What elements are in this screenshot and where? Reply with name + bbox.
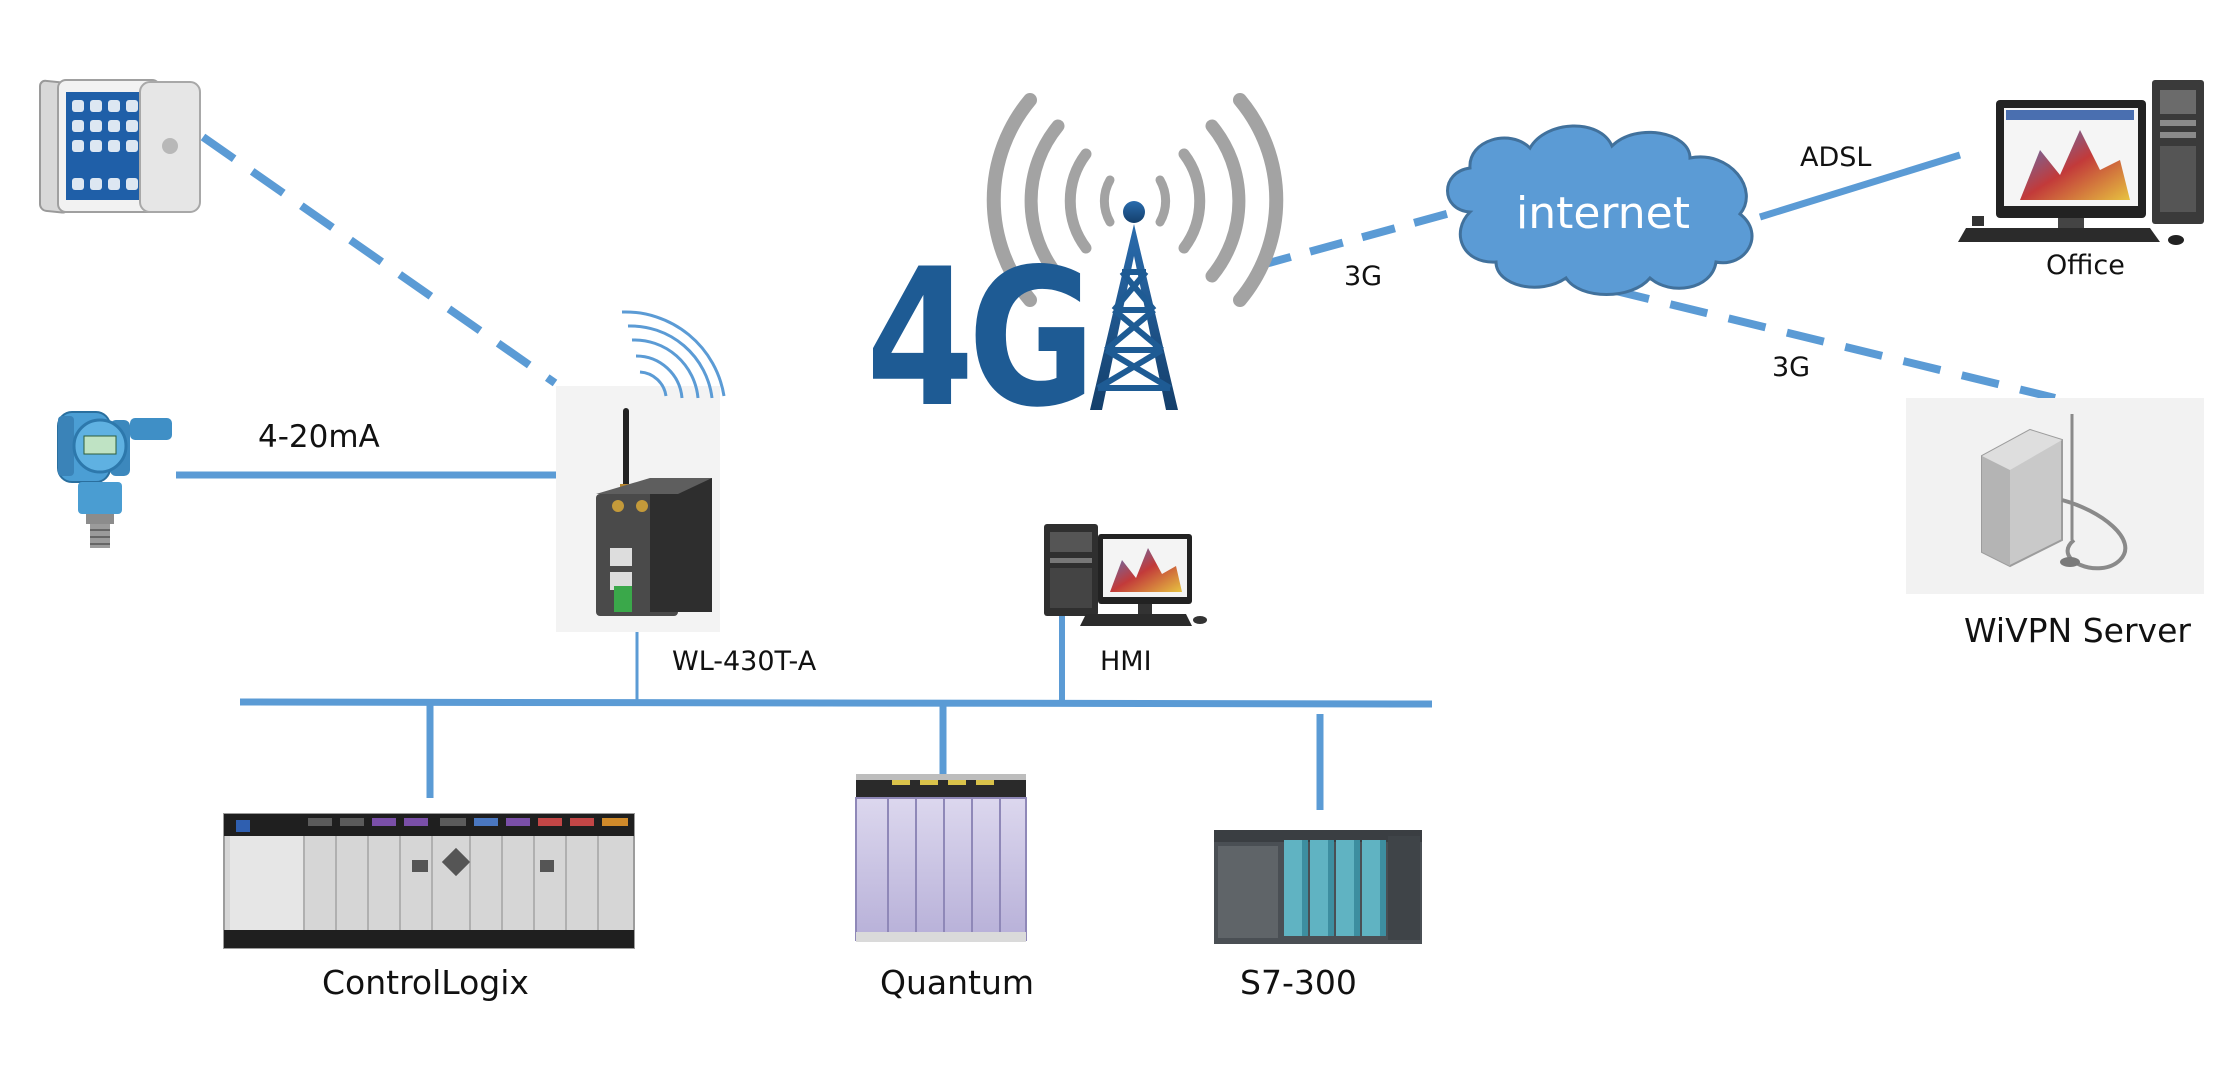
tower-icon <box>986 93 1284 410</box>
cloud-label: internet <box>1516 188 1690 239</box>
tablet-to-router-link <box>200 133 558 387</box>
hmi-label: HMI <box>1100 646 1152 677</box>
quantum-plc-icon <box>855 774 1027 942</box>
cloud-icon <box>1446 124 1754 296</box>
sensor-link-label: 4-20mA <box>258 419 380 455</box>
s7300-label: S7-300 <box>1240 963 1357 1002</box>
tablet-icon <box>39 79 201 214</box>
fieldbus-line <box>239 698 1433 708</box>
cloud-to-office-label: ADSL <box>1800 142 1872 173</box>
connection-lines <box>176 133 2056 810</box>
s7-300-plc-icon <box>1214 830 1422 944</box>
vpn-server-icon <box>1906 398 2204 594</box>
tower-to-cloud-link <box>1256 209 1452 270</box>
router-icon <box>556 310 726 632</box>
office-computer-icon <box>1958 80 2204 245</box>
controllogix-plc-icon <box>223 813 635 949</box>
office-label: Office <box>2046 250 2125 281</box>
controllogix-label: ControlLogix <box>322 963 529 1002</box>
router-label: WL-430T-A <box>672 646 817 677</box>
cloud-to-server-label: 3G <box>1772 352 1811 383</box>
4g-banner-text: 4G <box>866 228 1096 449</box>
pressure-transmitter-icon <box>57 411 172 548</box>
cloud-to-server-link <box>1611 286 2056 402</box>
server-label: WiVPN Server <box>1964 611 2191 650</box>
hmi-computer-icon <box>1044 524 1207 626</box>
cloud-to-office-link <box>1758 151 1962 221</box>
quantum-label: Quantum <box>880 963 1035 1002</box>
tower-to-cloud-label: 3G <box>1344 261 1383 292</box>
